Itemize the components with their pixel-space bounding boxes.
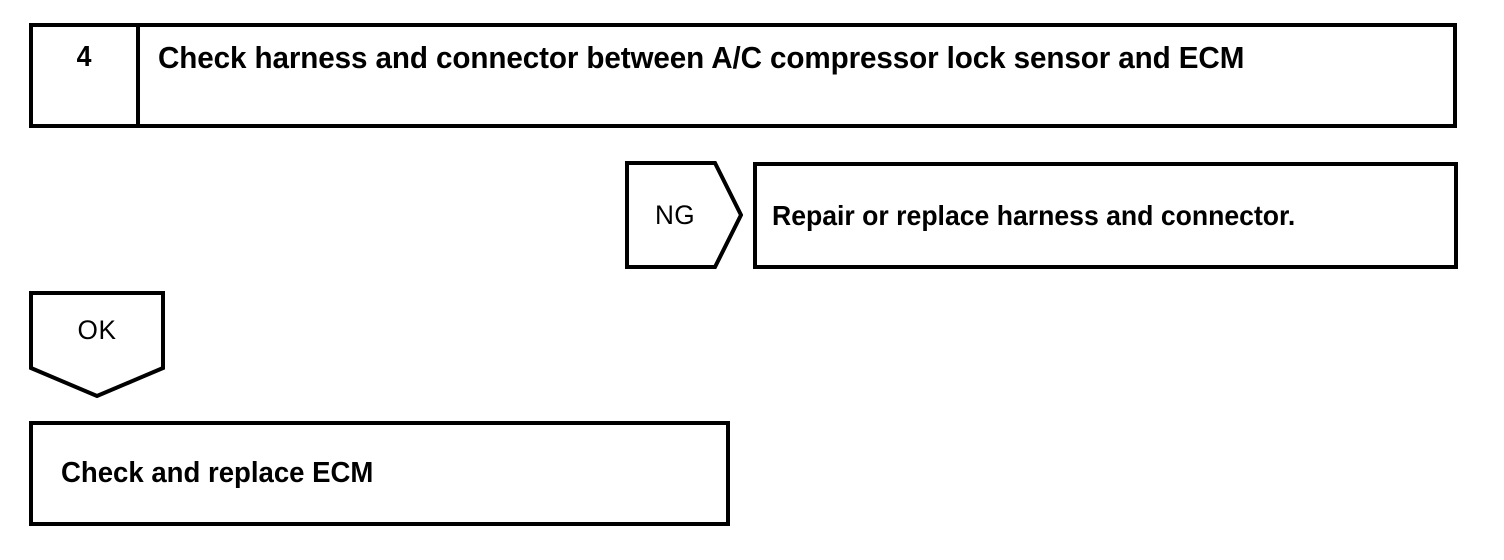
- ok-action-box: Check and replace ECM: [29, 421, 730, 526]
- step-number: 4: [77, 41, 92, 73]
- step-header-row: 4 Check harness and connector between A/…: [29, 23, 1457, 128]
- step-title-cell: Check harness and connector between A/C …: [140, 27, 1453, 124]
- ok-arrow-pentagon-shape: [29, 291, 165, 398]
- ng-arrow-pentagon-shape: [625, 161, 743, 269]
- step-number-cell: 4: [33, 27, 140, 124]
- ok-branch-label: OK: [77, 314, 117, 345]
- ng-action-text: Repair or replace harness and connector.: [772, 199, 1296, 231]
- step-title: Check harness and connector between A/C …: [158, 40, 1245, 75]
- ng-action-box: Repair or replace harness and connector.: [753, 162, 1458, 269]
- ok-action-text: Check and replace ECM: [61, 457, 374, 489]
- ng-branch-label: NG: [654, 199, 696, 230]
